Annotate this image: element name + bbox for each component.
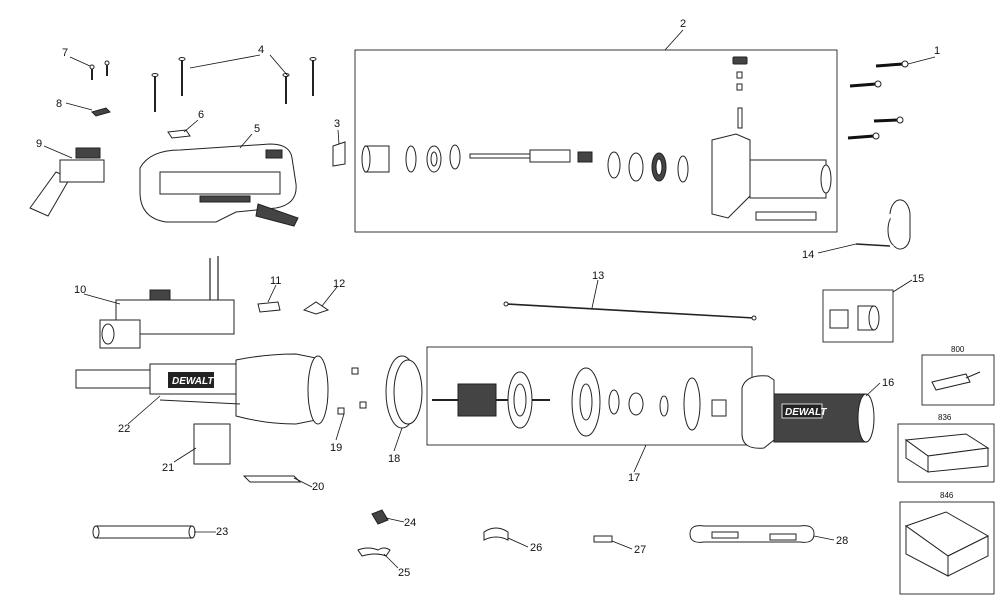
callout-4: 4 (258, 44, 264, 56)
callout-22: 22 (118, 423, 130, 435)
callout-8: 8 (56, 98, 62, 110)
callout-25: 25 (398, 567, 410, 579)
part-2-spindle-assembly (361, 56, 832, 221)
callout-9: 9 (36, 138, 42, 150)
part-4-long-screws (151, 57, 317, 112)
part-14-ring (855, 199, 911, 250)
part-25-spring (357, 547, 391, 557)
callout-17: 17 (628, 472, 640, 484)
callout-23: 23 (216, 526, 228, 538)
part-27-key (593, 535, 613, 543)
callout-3: 3 (334, 118, 340, 130)
kit-800-contents (931, 371, 981, 391)
assembly-box-2 (354, 49, 838, 233)
kit-box-846 (899, 501, 995, 595)
kit-label-846: 846 (940, 491, 954, 500)
kit-box-800 (921, 354, 995, 406)
part-22-motor-housing: DEWALT (75, 353, 329, 425)
leader-lines (43, 29, 936, 569)
part-3-clip (332, 141, 346, 167)
callout-13: 13 (592, 270, 604, 282)
part-26-clamp (483, 527, 509, 541)
part-21-label (193, 423, 231, 465)
callout-1: 1 (934, 45, 940, 57)
kit-box-836 (897, 423, 995, 483)
callout-20: 20 (312, 481, 324, 493)
part-28-wrench (689, 525, 815, 543)
part-7-pins (89, 60, 110, 80)
part-5-housing (139, 143, 299, 227)
callout-26: 26 (530, 542, 542, 554)
callout-15: 15 (912, 273, 924, 285)
kit-846-contents (904, 511, 990, 577)
kit-836-contents (904, 433, 990, 473)
callout-14: 14 (802, 249, 814, 261)
callout-16: 16 (882, 377, 894, 389)
callout-5: 5 (254, 123, 260, 135)
part-17-armature (432, 367, 727, 437)
part-16-rear-housing: DEWALT (741, 375, 875, 449)
assembly-box-15 (822, 289, 894, 343)
part-11-plate (257, 301, 281, 313)
callout-2: 2 (680, 18, 686, 30)
callout-6: 6 (198, 109, 204, 121)
callout-10: 10 (74, 284, 86, 296)
part-24-clip (371, 509, 389, 525)
part-12-clip (302, 301, 330, 315)
part-15-brushes (829, 305, 880, 331)
kit-label-836: 836 (938, 413, 952, 422)
part-8-clip (91, 107, 111, 117)
part-6-plate (167, 129, 191, 139)
brand-logo-rear: DEWALT (785, 407, 827, 418)
callout-11: 11 (270, 275, 281, 287)
callout-7: 7 (62, 47, 68, 59)
callout-12: 12 (333, 278, 345, 290)
part-10-electronics (99, 256, 235, 349)
part-1-screws (847, 60, 909, 140)
callout-24: 24 (404, 517, 416, 529)
kit-label-800: 800 (951, 345, 965, 354)
callout-27: 27 (634, 544, 646, 556)
part-19-spacers (337, 367, 367, 415)
part-23-side-handle (92, 525, 196, 539)
callout-19: 19 (330, 442, 342, 454)
brand-logo-front: DEWALT (172, 376, 214, 387)
part-9-switch (29, 147, 105, 217)
part-18-gear-case (385, 355, 423, 429)
callout-28: 28 (836, 535, 848, 547)
callout-18: 18 (388, 453, 400, 465)
callout-21: 21 (162, 462, 174, 474)
part-20-plate (242, 475, 302, 483)
part-13-rod (503, 301, 757, 321)
callout-labels: 1 2 3 4 5 6 7 8 9 10 11 12 13 14 15 16 1… (36, 18, 965, 579)
